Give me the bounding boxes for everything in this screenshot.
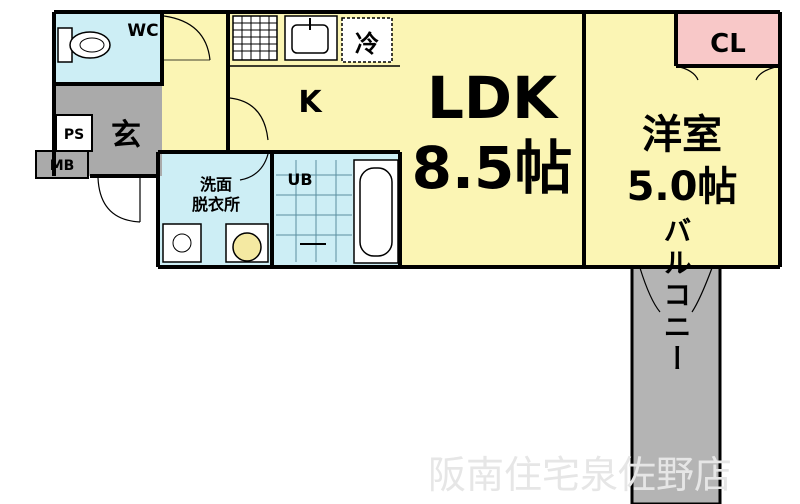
genkan-label: 玄 (111, 118, 141, 153)
ps-label: PS (64, 127, 84, 143)
western-room-size-label: 5.0帖 (627, 164, 738, 210)
closet-label: CL (710, 29, 746, 59)
toilet-icon (57, 27, 111, 63)
corridor-area (160, 14, 230, 152)
washroom-label-line1: 洗面 (200, 175, 232, 194)
refrigerator-space (341, 17, 393, 63)
walls (52, 10, 782, 269)
balcony-outline (630, 265, 722, 504)
kitchen-label: K (298, 85, 323, 120)
closet-area (676, 14, 778, 66)
washroom-label-line2: 脱衣所 (192, 195, 240, 214)
doors (97, 15, 781, 313)
washing-machine-icon (162, 223, 202, 263)
stove-icon (232, 15, 278, 61)
wc-label: WC (127, 21, 158, 41)
mb-label: MB (50, 158, 75, 174)
refrigerator-label: 冷 (355, 30, 379, 58)
watermark: 阪南住宅泉佐野店 (428, 453, 732, 497)
balcony-area (632, 265, 720, 504)
mb-area (35, 150, 89, 179)
wash-basin-icon (225, 223, 269, 263)
ldk-size-label: 8.5帖 (412, 134, 573, 202)
ldk-label: LDK (427, 64, 559, 132)
western-room-label: 洋室 (642, 112, 722, 158)
bathtub-icon (353, 159, 399, 264)
unit-bath-label: UB (287, 170, 312, 189)
balcony-label: バルコニー (660, 216, 693, 376)
sink-icon (284, 15, 338, 61)
